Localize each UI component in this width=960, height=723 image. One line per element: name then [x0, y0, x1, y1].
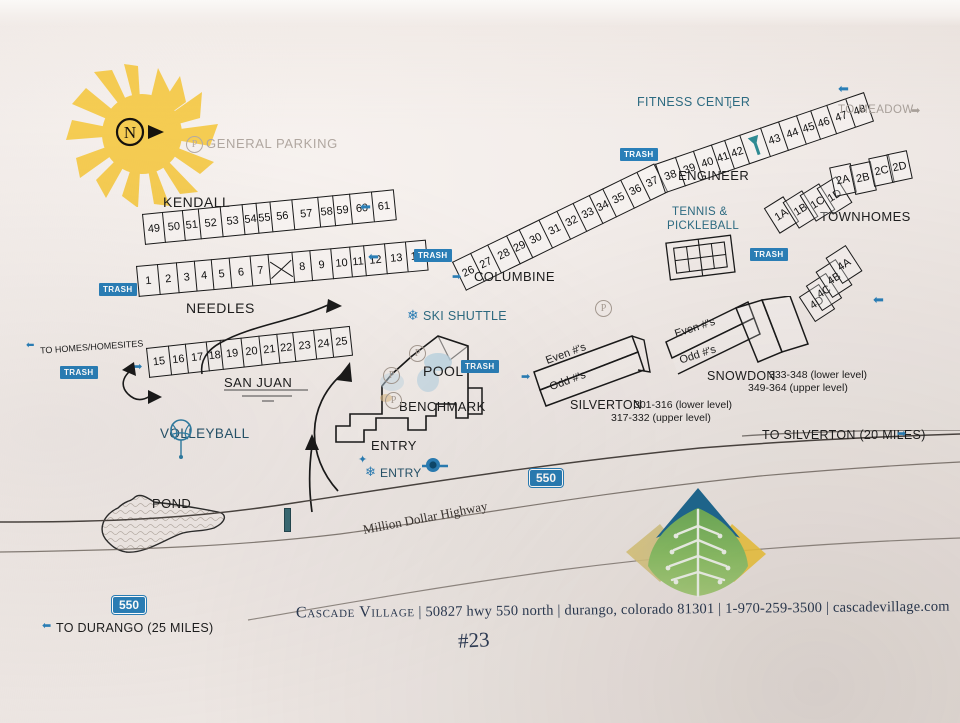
- parking-icon: P: [385, 392, 402, 409]
- unit-cell[interactable]: 6: [228, 255, 253, 289]
- unit-cell[interactable]: 53: [219, 204, 245, 238]
- silverton-upper-level-label: 317-332 (upper level): [611, 412, 711, 424]
- tennis-pickleball-label: TENNIS &: [672, 206, 728, 218]
- engineer-access-arrow-icon: ⬅: [838, 81, 849, 96]
- parking-icon: P: [595, 300, 612, 317]
- unit-cell[interactable]: 13: [383, 241, 408, 275]
- handwritten-note: #23: [457, 627, 491, 653]
- snowdon-upper-level-label: 349-364 (upper level): [748, 382, 848, 394]
- sun-compass-graphic: N: [66, 64, 218, 207]
- kendall-access-arrow-icon: ⬅: [360, 199, 371, 214]
- columbine-label: COLUMBINE: [474, 269, 555, 284]
- unit-cell[interactable]: 61: [370, 189, 397, 223]
- footer-phone[interactable]: 1-970-259-3500: [725, 599, 823, 617]
- to-meadow-arrow-icon: ➡: [911, 105, 921, 117]
- unit-cell[interactable]: 56: [269, 199, 295, 233]
- footer-brand: Cascade Village: [295, 603, 415, 622]
- trash-badge: TRASH: [620, 148, 658, 161]
- highway-550-shield: 550: [529, 469, 564, 487]
- needles-row: 1 2 3 4 5 6 7 8 9 10 11 12 13 14: [136, 239, 429, 297]
- to-homes-arrow-icon: ⬅: [26, 340, 35, 351]
- parking-icon: P: [383, 367, 400, 384]
- silverton-access-arrow-icon: ➡: [521, 371, 531, 383]
- trash-badge: TRASH: [750, 248, 788, 261]
- compass-north-label: N: [124, 123, 136, 142]
- cascade-village-logo: [626, 488, 766, 598]
- to-silverton-arrow-icon: ➡: [897, 428, 907, 440]
- trash-badge: TRASH: [414, 249, 452, 262]
- silverton-lower-level-label: 301-316 (lower level): [634, 399, 733, 411]
- engineer-label: ENGINEER: [678, 168, 750, 183]
- columbine-access-arrow-icon: ➡: [452, 271, 462, 283]
- unit-cell[interactable]: 57: [291, 196, 321, 231]
- road-barrier-marker: [284, 508, 291, 532]
- parking-icon: P: [409, 345, 426, 362]
- footer-website[interactable]: cascadevillage.com: [832, 598, 950, 616]
- general-parking-icon: P: [186, 136, 203, 153]
- needles-access-arrow-icon: ⬅: [368, 249, 379, 264]
- footer-city: durango, colorado 81301: [564, 601, 715, 619]
- to-durango-arrow-icon: ⬅: [42, 620, 52, 632]
- general-parking-label: GENERAL PARKING: [206, 136, 338, 151]
- ski-shuttle-snowflake-icon: ❄: [407, 307, 419, 323]
- tennis-pickleball-label-2: PICKLEBALL: [667, 220, 740, 232]
- tennis-court-graphic: [665, 234, 736, 281]
- silverton-name-label: SILVERTON: [570, 398, 643, 412]
- ski-shuttle-label: SKI SHUTTLE: [423, 309, 507, 323]
- footer-sep-2: |: [557, 602, 561, 619]
- unit-cell[interactable]: 52: [197, 206, 223, 240]
- to-meadow-label: TO MEADOW: [838, 104, 914, 116]
- benchmark-label: BENCHMARK: [399, 399, 486, 414]
- footer-sep-4: |: [825, 599, 830, 616]
- snowdon-name-label: SNOWDON: [707, 369, 776, 383]
- pool-label: POOL: [423, 363, 464, 379]
- unit-cell[interactable]: 9: [309, 248, 334, 282]
- footer-sep-3: |: [718, 600, 722, 618]
- footer-address: 50827 hwy 550 north: [425, 602, 554, 621]
- townhomes-access-arrow-icon: ⬅: [873, 292, 884, 307]
- trash-badge: TRASH: [60, 366, 98, 379]
- footer-sep: |: [418, 604, 422, 621]
- highway-550-shield-2: 550: [112, 596, 147, 614]
- snowdon-lower-level-label: 333-348 (lower level): [769, 369, 868, 381]
- to-durango-label: TO DURANGO (25 MILES): [56, 621, 214, 635]
- trash-badge: TRASH: [461, 360, 499, 373]
- unit-cell-crossed[interactable]: [267, 251, 295, 285]
- fitness-center-arrow-icon: ↓: [727, 96, 734, 111]
